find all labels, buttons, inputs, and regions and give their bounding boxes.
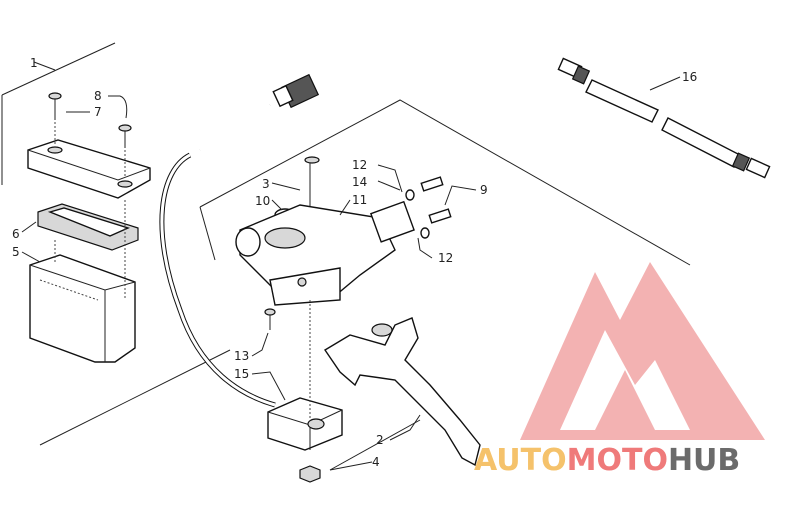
assembly-frame [1,42,691,471]
clamp-screw [420,176,452,224]
watermark-part1: AUTO [474,443,567,478]
callout-leaders [21,61,681,471]
watermark-part3: HUB [668,443,740,478]
callout-15: 15 [234,367,249,381]
washer [405,189,415,201]
switch-screw [264,308,276,330]
nut [299,465,321,483]
watermark-text: AUTOMOTOHUB [474,443,740,478]
reservoir-body [29,254,136,363]
callout-12: 12 [352,158,367,172]
callout-1: 1 [30,56,38,70]
switch-harness [159,73,320,408]
callout-13: 13 [234,349,249,363]
callout-4: 4 [372,455,380,469]
callout-7: 7 [94,105,102,119]
master-cylinder-body [235,200,415,306]
brake-switch [267,397,343,451]
callout-2: 2 [376,433,384,447]
callout-10: 10 [255,194,270,208]
callout-5: 5 [12,245,20,259]
callout-6: 6 [12,227,20,241]
reservoir-cover [27,139,151,199]
watermark-part2: MOTO [567,443,668,478]
callout-9: 9 [480,183,488,197]
callout-12: 12 [438,251,453,265]
callout-8: 8 [94,89,102,103]
throttle-cable [557,57,771,179]
washer [420,227,430,239]
cover-screw [48,92,132,178]
callout-14: 14 [352,175,367,189]
callout-3: 3 [262,177,270,191]
reservoir-gasket [37,203,139,251]
watermark-logo [520,262,765,440]
callout-11: 11 [352,193,367,207]
brake-lever [324,317,481,467]
callout-16: 16 [682,70,697,84]
